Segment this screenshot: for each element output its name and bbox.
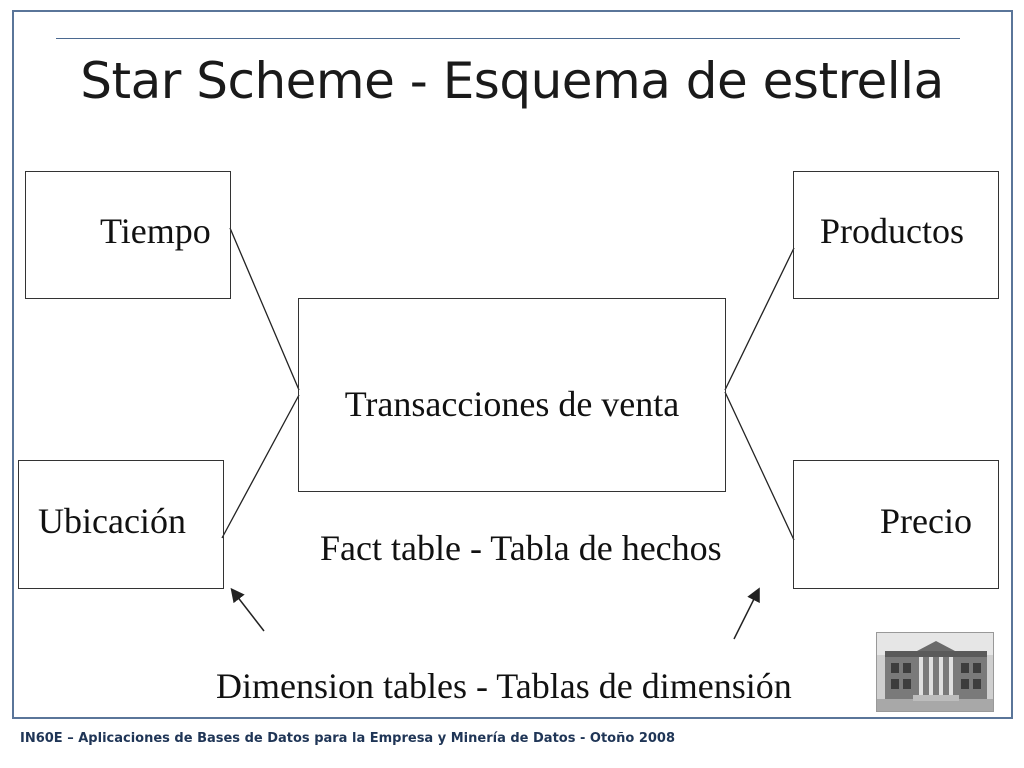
title-rule	[56, 38, 960, 39]
dimension-label-productos: Productos	[820, 211, 964, 251]
fact-table-box	[298, 298, 726, 492]
dimension-tables-caption: Dimension tables - Tablas de dimensión	[216, 666, 792, 706]
connector-precio	[724, 391, 795, 541]
connector-tiempo	[229, 227, 300, 391]
dimension-box-precio	[793, 460, 999, 589]
slide-footer: IN60E – Aplicaciones de Bases de Datos p…	[20, 731, 675, 746]
fact-table-label: Transacciones de venta	[344, 384, 680, 424]
dimension-box-productos	[793, 171, 999, 299]
dimension-label-tiempo: Tiempo	[100, 211, 211, 251]
building-photo	[876, 632, 994, 712]
dimension-box-ubicacion	[18, 460, 224, 589]
fact-table-caption: Fact table - Tabla de hechos	[320, 528, 722, 568]
slide-title: Star Scheme - Esquema de estrella	[80, 52, 944, 110]
arrow-right	[733, 587, 760, 640]
dimension-box-tiempo	[25, 171, 231, 299]
dimension-label-ubicacion: Ubicación	[38, 501, 186, 541]
connector-ubicacion	[221, 394, 300, 539]
arrow-left	[230, 587, 265, 632]
connector-productos	[724, 247, 795, 391]
slide-frame	[12, 10, 1013, 719]
dimension-label-precio: Precio	[880, 501, 972, 541]
